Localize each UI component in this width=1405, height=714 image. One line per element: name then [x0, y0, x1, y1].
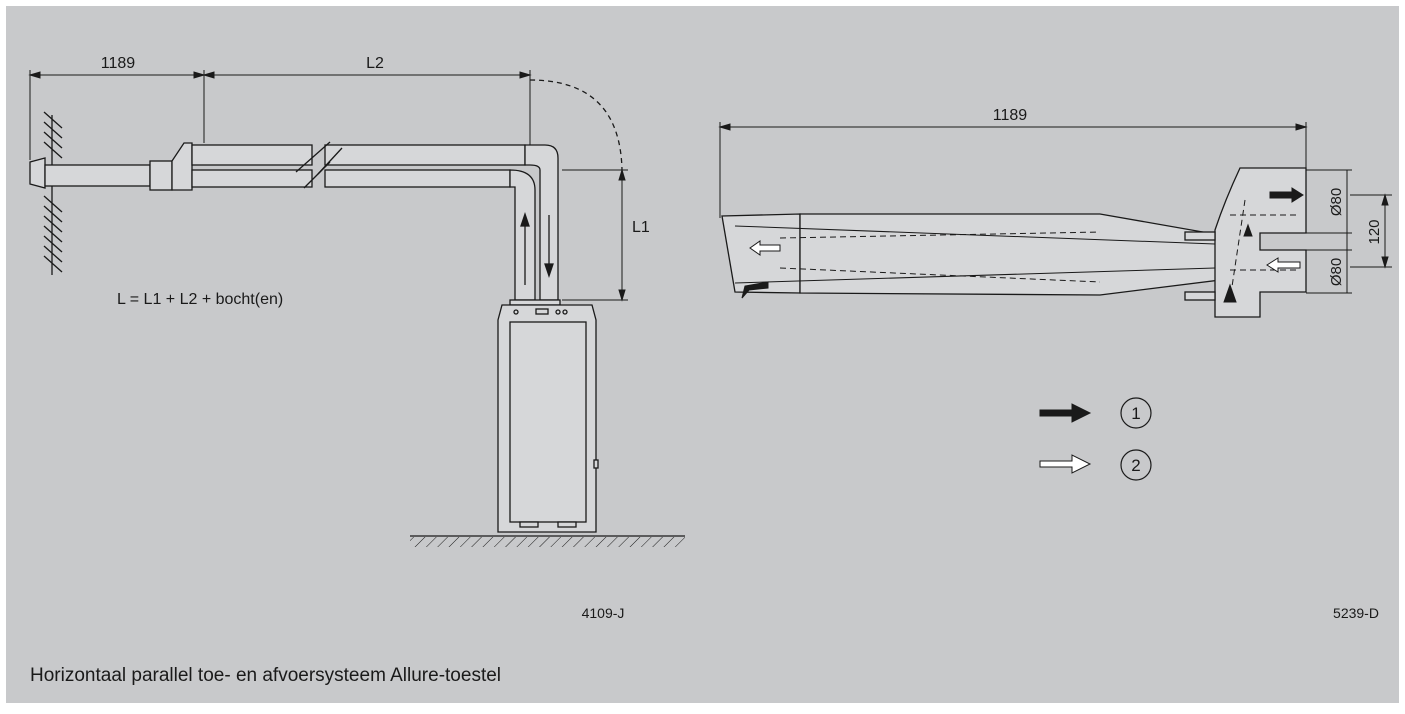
legend: 1 2	[1039, 397, 1152, 481]
dim-l2: L2	[366, 55, 384, 72]
length-formula: L = L1 + L2 + bocht(en)	[117, 291, 283, 308]
dim-l1: L1	[632, 219, 650, 236]
legend-number-2: 2	[1131, 456, 1140, 475]
legend-number-1: 1	[1131, 404, 1140, 423]
diameter-dimension-lines	[1306, 169, 1392, 294]
wall-terminal-pipe	[29, 142, 193, 191]
terminal-flow-arrows	[741, 187, 1304, 303]
dim-1189-left: 1189	[101, 55, 136, 72]
dim-dia-top: Ø80	[1328, 188, 1345, 216]
horizontal-pipes	[191, 141, 526, 189]
flow-arrows	[520, 211, 554, 285]
boiler	[497, 299, 599, 533]
concentric-terminal	[721, 167, 1307, 318]
legend-circle-2	[1120, 449, 1152, 481]
terminal-detail-lines	[734, 199, 1300, 301]
legend-arrow-filled	[1039, 403, 1092, 423]
left-dimension-lines	[28, 70, 628, 302]
vertical-pipes	[509, 144, 559, 301]
right-terminal-drawing	[718, 122, 1392, 318]
dim-dia-bottom: Ø80	[1328, 258, 1345, 286]
dashed-bend	[529, 79, 623, 171]
floor-hatch	[410, 537, 685, 547]
figure-code-left: 4109-J	[582, 605, 625, 621]
figure-caption: Horizontaal parallel toe- en afvoersyste…	[30, 665, 501, 686]
legend-circle-1	[1120, 397, 1152, 429]
wall	[43, 111, 63, 275]
dim-1189-right: 1189	[993, 107, 1028, 124]
panel-background	[6, 6, 1399, 703]
legend-arrow-outline	[1039, 454, 1092, 474]
left-installation-drawing	[28, 70, 685, 547]
dim-spacing-120: 120	[1366, 219, 1383, 244]
figure-code-right: 5239-D	[1333, 605, 1379, 621]
